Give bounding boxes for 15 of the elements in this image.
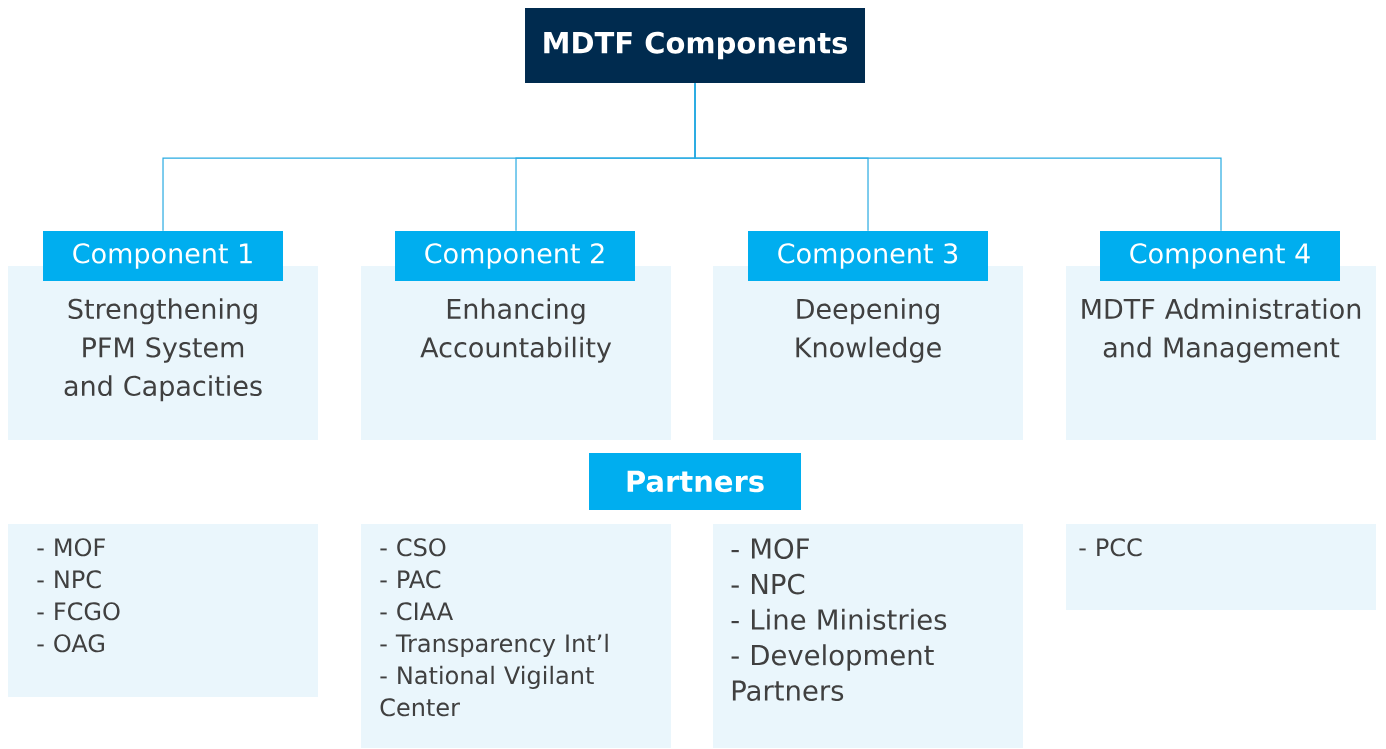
connector-line — [694, 82, 1222, 232]
component-card: Component 2 Enhancing Accountability — [361, 231, 671, 440]
node-label: Component 1 — [73, 243, 252, 269]
partner-list: - CSO - PAC - CIAA - Transparency Int’l - National Vigilant Center — [361, 524, 671, 748]
node-label: Component 2 — [425, 243, 604, 269]
title-box: MDTF Components — [525, 8, 865, 83]
component-card: Component 3 Deepening Knowledge — [713, 231, 1023, 440]
partner-list: - MOF - NPC - Line Ministries - Development Partners — [713, 524, 1023, 748]
node-label: Component 3 — [778, 243, 958, 269]
node-label: Component 4 — [1130, 243, 1310, 269]
component-card: Component 4 MDTF Administration and Management — [1066, 231, 1376, 440]
partner-list: - PCC — [1066, 524, 1376, 610]
heading-tab: Partners — [589, 453, 801, 510]
component-card: Component 1 Strengthening PFM System and Capacities — [8, 231, 318, 440]
partner-list: - MOF - NPC - FCGO - OAG — [8, 524, 318, 697]
